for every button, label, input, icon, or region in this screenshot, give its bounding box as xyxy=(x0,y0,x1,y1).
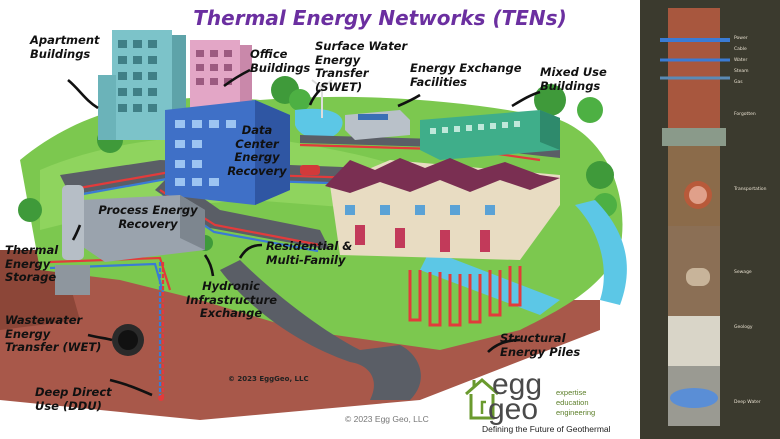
column-label-forgotten: Forgotten xyxy=(734,112,756,117)
residential-townhomes xyxy=(325,158,560,260)
process-facility xyxy=(55,185,205,295)
car xyxy=(300,165,320,175)
infrastructure-column xyxy=(660,8,730,426)
label-process-energy: Process Energy Recovery xyxy=(98,203,198,231)
callout-arrows xyxy=(67,68,541,397)
column-label-cable: Cable xyxy=(734,47,747,52)
label-energy-exchange-facilities: Energy Exchange Facilities xyxy=(410,61,522,89)
mixed-use-buildings xyxy=(420,110,560,160)
label-residential: Residential & Multi-Family xyxy=(266,239,353,267)
label-energy-piles: Structural Energy Piles xyxy=(500,331,581,359)
data-center xyxy=(165,100,290,205)
house-logo-icon xyxy=(465,378,499,420)
column-label-gas: Gas xyxy=(734,80,743,85)
logo-word-geo: geo xyxy=(488,393,539,426)
wind-turbine xyxy=(311,79,333,118)
logo-word-egg: egg xyxy=(492,368,543,401)
column-label-deep-water: Deep Water xyxy=(734,400,761,405)
page-title: Thermal Energy Networks (TENs) xyxy=(193,6,567,30)
label-swet: Surface Water Energy Transfer (SWET) xyxy=(315,39,408,94)
label-thermal-storage: Thermal Energy Storage xyxy=(5,243,59,285)
ddu-well-end xyxy=(158,395,164,401)
column-label-transportation: Transportation xyxy=(734,187,767,192)
label-office-buildings: Office Buildings xyxy=(250,47,311,75)
logo-tagline: Defining the Future of Geothermal xyxy=(482,424,611,434)
column-label-steam: Steam xyxy=(734,69,749,74)
river xyxy=(575,200,627,305)
label-wet: Wastewater Energy Transfer (WET) xyxy=(5,313,102,355)
pond xyxy=(295,108,343,140)
column-label-power: Power xyxy=(734,36,748,41)
logo-side-engineering: engineering xyxy=(556,408,596,417)
label-mixed-use-buildings: Mixed Use Buildings xyxy=(540,65,607,93)
energy-piles xyxy=(408,266,522,327)
energy-exchange-facility xyxy=(345,110,410,140)
label-apartment-buildings: Apartment Buildings xyxy=(30,33,100,61)
label-hydronic: Hydronic Infrastructure Exchange xyxy=(186,279,278,321)
column-label-geology: Geology xyxy=(734,325,753,330)
column-label-sewage: Sewage xyxy=(734,270,752,275)
column-label-water: Water xyxy=(734,58,748,63)
label-data-center: Data Center Energy Recovery xyxy=(227,123,287,178)
logo-side-expertise: expertise xyxy=(556,388,587,397)
copyright-inner: © 2023 EggGeo, LLC xyxy=(228,375,309,383)
copyright-footer: © 2023 Egg Geo, LLC xyxy=(345,414,429,424)
logo-side-education: education xyxy=(556,398,589,407)
label-ddu: Deep Direct Use (DDU) xyxy=(35,385,112,413)
